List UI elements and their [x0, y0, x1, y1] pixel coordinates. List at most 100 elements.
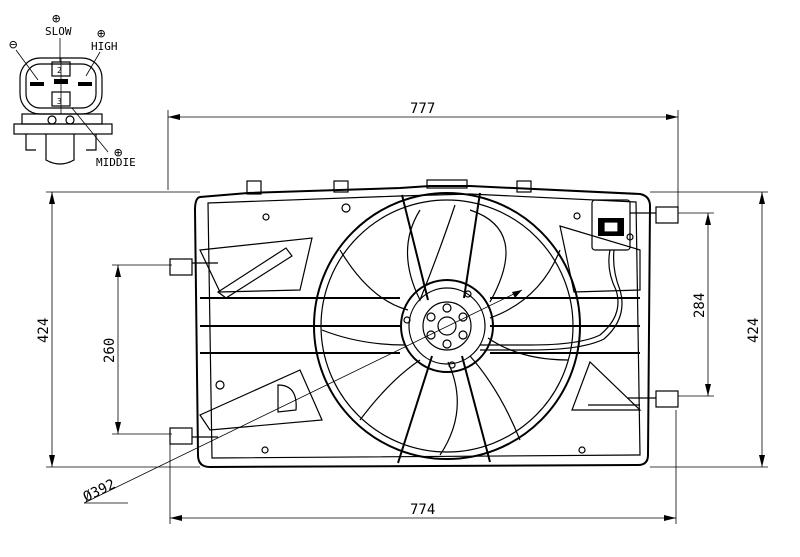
- dim-bottom-width: 774: [410, 502, 435, 518]
- left-mount-top: [169, 258, 193, 276]
- pin-left: [30, 82, 44, 86]
- fan-blade-8: [321, 329, 406, 346]
- fan-ring: [313, 192, 581, 460]
- pin-2-label: 2: [57, 66, 62, 75]
- fan-blade-2: [469, 209, 507, 303]
- fan-hub-ring: [408, 287, 486, 365]
- hub-bolt-2: [458, 312, 468, 322]
- middle-label: MIDDIE: [96, 156, 136, 169]
- dim-left-height: 424: [36, 318, 52, 343]
- fan-blade-4: [487, 337, 569, 361]
- slow-label: SLOW: [45, 25, 72, 38]
- top-tab-2: [333, 180, 349, 193]
- dim-left-mount-spacing: 260: [102, 338, 118, 363]
- connector-neck: [21, 113, 103, 125]
- connector-clip-right: [86, 134, 97, 151]
- fan-blade-7: [359, 359, 421, 421]
- arrow-bottom-left: [170, 515, 182, 521]
- minus-terminal-icon: ⊖: [9, 37, 18, 53]
- arrow-bottom-right: [664, 515, 676, 521]
- dim-diameter-leader: [83, 289, 523, 504]
- hub-bolt-6: [426, 312, 436, 322]
- hub-bolt-5: [426, 330, 436, 340]
- mount-hole-2: [341, 203, 351, 213]
- plus-terminal-slow-icon: ⊕: [52, 11, 61, 27]
- shroud-frame: [169, 179, 679, 469]
- top-tab-3: [426, 179, 468, 189]
- right-mount-bottom: [655, 390, 679, 408]
- arrow-top-right: [666, 114, 678, 120]
- spoke-4: [461, 355, 491, 463]
- arrow-left-mount-top: [115, 265, 121, 277]
- connector-hole-right: [65, 115, 75, 125]
- spoke-3: [397, 355, 433, 464]
- left-lower-wedge: [199, 369, 323, 431]
- left-lower-boss: [277, 384, 297, 413]
- connector-flange: [13, 123, 113, 135]
- arrow-left-mount-bottom: [115, 422, 121, 434]
- fan-hub-flange: [422, 301, 472, 351]
- spoke-2: [463, 192, 481, 299]
- arrow-left-bottom: [49, 455, 55, 467]
- arrow-right-top: [759, 192, 765, 204]
- fan: [313, 192, 581, 464]
- shroud-inner-edge: [207, 193, 641, 459]
- motor-wire-harness-2: [480, 249, 623, 351]
- fan-blade-9: [339, 249, 409, 311]
- connector-tail: [45, 134, 75, 165]
- plus-terminal-middle-icon: ⊕: [114, 145, 123, 161]
- right-upper-wedge: [559, 225, 641, 293]
- fan-inner-ring: [320, 199, 574, 453]
- fan-blade-6: [439, 361, 458, 456]
- fan-blade-1: [406, 204, 456, 302]
- mount-hole-5: [261, 446, 269, 454]
- hub-rivet-2: [448, 361, 456, 369]
- arrow-right-bottom: [759, 455, 765, 467]
- motor-connector-window: [603, 221, 619, 233]
- dim-fan-diameter: Ø392: [81, 476, 118, 505]
- fan-blade-5: [469, 355, 521, 441]
- mount-hole-1: [262, 213, 270, 221]
- arrow-right-mount-bottom: [705, 384, 711, 396]
- fan-blade-3: [489, 249, 561, 319]
- minus-leader-line: [15, 49, 39, 81]
- top-tab-1: [246, 180, 262, 195]
- fan-hub-center: [437, 316, 457, 336]
- pin-3-label: 3: [57, 97, 62, 106]
- arrow-top-left: [168, 114, 180, 120]
- connector-hole-left: [47, 115, 57, 125]
- arrow-diameter: [512, 290, 522, 298]
- fan-hub-outer: [400, 279, 494, 373]
- hub-rivet-1: [464, 290, 472, 298]
- left-mount-bottom: [169, 427, 193, 445]
- connector-detail: ⊖ ⊕ ⊕ ⊕ SLOW HIGH MIDDIE 2 3: [9, 11, 136, 169]
- hub-bolt-4: [442, 339, 452, 349]
- shroud-outline: [193, 185, 652, 469]
- plus-terminal-high-icon: ⊕: [97, 26, 106, 42]
- right-mount-top: [655, 206, 679, 224]
- middle-leader-line: [71, 107, 109, 153]
- connector-clip-left: [25, 134, 36, 151]
- spoke-1: [401, 194, 429, 301]
- dim-right-mount-spacing: 284: [692, 293, 708, 318]
- dimension-lines: 777 774 424 260 284 424: [36, 101, 768, 524]
- left-upper-wedge: [199, 237, 313, 293]
- left-upper-rib: [216, 247, 293, 299]
- motor-wire-harness: [480, 249, 619, 346]
- pin-right: [78, 82, 92, 86]
- high-label: HIGH: [91, 40, 118, 53]
- right-lower-wedge: [571, 360, 642, 411]
- hub-rivet-3: [403, 316, 411, 324]
- hub-bolt-1: [442, 303, 452, 313]
- dim-top-width: 777: [410, 101, 435, 117]
- mount-hole-4: [578, 446, 586, 454]
- dim-right-height: 424: [746, 318, 762, 343]
- motor-connector-block: [591, 199, 631, 251]
- arrow-left-top: [49, 192, 55, 204]
- mount-hole-6: [215, 380, 225, 390]
- arrow-right-mount-top: [705, 213, 711, 225]
- hub-bolt-3: [458, 330, 468, 340]
- top-tab-4: [516, 180, 532, 193]
- high-leader-line: [85, 51, 101, 77]
